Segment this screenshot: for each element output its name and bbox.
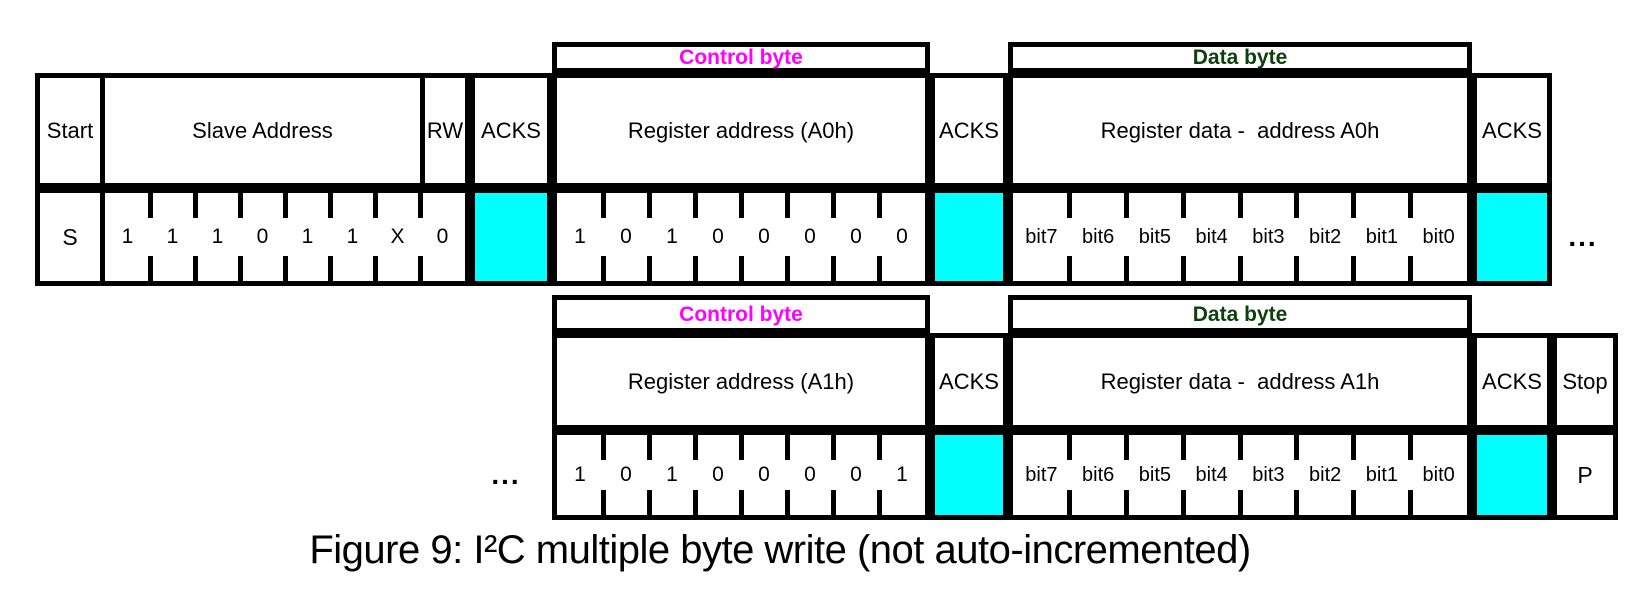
data-byte-bits-row: bit7 bit6 bit5 bit4 bit3 bit2 bit1 bit0 (1008, 188, 1472, 286)
bit-cell: 1 (557, 193, 606, 281)
bit-cell: 1 (285, 193, 333, 281)
ack-indicator-cell (470, 188, 552, 286)
acks-label-cell: ACKS (1472, 333, 1552, 430)
register-data-a0h-label-cell: Register data - address A0h (1008, 73, 1472, 188)
register-address-a0h-label-cell: Register address (A0h) (552, 73, 930, 188)
continuation-ellipsis: ... (1568, 221, 1598, 252)
bit-cell: 0 (436, 225, 449, 248)
register-data-a0h-text: Register data - address A0h (1100, 117, 1380, 143)
bit-cell: bit2 (1297, 435, 1356, 515)
bit-cell: 0 (833, 193, 882, 281)
register-data-a1h-text: Register data - address A1h (1100, 368, 1380, 394)
acks-label-cell: ACKS (930, 73, 1008, 188)
bit-cell: bit0 (1422, 225, 1455, 248)
bit-cell: bit1 (1354, 435, 1413, 515)
ack-indicator-cell (930, 430, 1008, 520)
ack-indicator-cell (1472, 188, 1552, 286)
bit-cell: bit5 (1127, 193, 1186, 281)
bit-cell: 0 (603, 193, 652, 281)
slave-address-header-cell: Slave Address (192, 117, 333, 143)
bit-cell: bit4 (1183, 193, 1243, 281)
control-byte-header: Control byte (552, 42, 930, 73)
bit-cell: bit3 (1240, 193, 1299, 281)
bit-cell: bit6 (1070, 435, 1129, 515)
register-address-a0h-text: Register address (A0h) (627, 117, 855, 143)
bit-cell: bit7 (1013, 435, 1072, 515)
bit-cell: 1 (150, 193, 198, 281)
data-byte-header: Data byte (1008, 295, 1472, 333)
bit-cell: X (375, 193, 423, 281)
bit-cell: 1 (330, 193, 378, 281)
bit-cell: 0 (695, 193, 744, 281)
bit-cell: bit0 (1422, 463, 1455, 486)
acks-label-cell: ACKS (1472, 73, 1552, 188)
acks-label-cell: ACKS (930, 333, 1008, 430)
register-data-a1h-label-cell: Register data - address A1h (1008, 333, 1472, 430)
start-header-cell: Start (40, 78, 105, 183)
stop-header-cell: Stop (1552, 333, 1618, 430)
register-address-a1h-label-cell: Register address (A1h) (552, 333, 930, 430)
control-byte-bits-row: 1 0 1 0 0 0 0 1 (552, 430, 930, 520)
bit-cell: 0 (240, 193, 288, 281)
bit-cell: 0 (741, 435, 790, 515)
bit-cell: 0 (896, 225, 908, 248)
bit-cell: 1 (896, 463, 908, 486)
bit-cell: 1 (105, 193, 153, 281)
bit-cell: 1 (557, 435, 606, 515)
bit-cell: bit2 (1297, 193, 1356, 281)
bit-cell: 1 (649, 193, 698, 281)
ack-indicator-cell (1472, 430, 1552, 520)
bit-cell: 0 (787, 435, 836, 515)
control-byte-bits-row: 1 0 1 0 0 0 0 0 (552, 188, 930, 286)
bit-cell: 0 (695, 435, 744, 515)
data-byte-bits-row: bit7 bit6 bit5 bit4 bit3 bit2 bit1 bit0 (1008, 430, 1472, 520)
bit-cell: bit3 (1240, 435, 1299, 515)
acks-label-cell: ACKS (470, 73, 552, 188)
bit-cell: bit4 (1183, 435, 1243, 515)
bit-cell: 0 (741, 193, 790, 281)
continuation-ellipsis: ... (491, 459, 521, 490)
ack-indicator-cell (930, 188, 1008, 286)
bit-cell: bit7 (1013, 193, 1072, 281)
start-bit-cell: S (40, 193, 105, 281)
rw-header-cell: RW (420, 78, 465, 183)
start-slave-bits-row: S 1 1 1 0 1 1 X 0 (35, 188, 470, 286)
data-byte-header: Data byte (1008, 42, 1472, 73)
bit-cell: bit5 (1127, 435, 1186, 515)
start-slave-rw-label-box: Start Slave Address RW (35, 73, 470, 188)
bit-cell: bit1 (1354, 193, 1413, 281)
bit-cell: bit6 (1070, 193, 1129, 281)
control-byte-header: Control byte (552, 295, 930, 333)
bit-cell: 1 (649, 435, 698, 515)
figure-caption: Figure 9: I²C multiple byte write (not a… (309, 528, 1251, 572)
stop-bit-cell: P (1552, 430, 1618, 520)
bit-cell: 0 (603, 435, 652, 515)
bit-cell: 0 (787, 193, 836, 281)
slave-address-bits: 1 1 1 0 1 1 X 0 (105, 193, 465, 281)
bit-cell: 0 (833, 435, 882, 515)
register-address-a1h-text: Register address (A1h) (627, 368, 855, 394)
bit-cell: 1 (195, 193, 243, 281)
